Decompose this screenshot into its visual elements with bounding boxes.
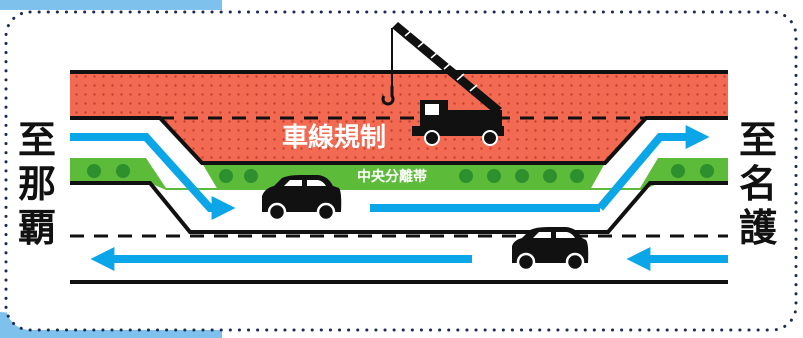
direction-label-nago: 至 名 護 [733, 118, 783, 250]
car-icon [262, 175, 342, 222]
car-icon [512, 227, 589, 272]
direction-char: 覇 [17, 206, 56, 250]
direction-char: 名 [738, 162, 777, 206]
direction-char: 至 [17, 118, 56, 162]
flow-arrows [70, 125, 728, 271]
corner-accent-top-left [0, 0, 222, 10]
arrow-upper-right [596, 125, 710, 211]
crane-truck-icon [381, 22, 504, 146]
restriction-zone [70, 72, 728, 163]
median-label: 中央分離帯 [357, 168, 427, 185]
restriction-label: 車線規制 [282, 122, 386, 153]
arrow-upper-left [70, 133, 236, 220]
direction-char: 那 [17, 162, 56, 206]
direction-label-naha: 至 那 覇 [12, 118, 62, 250]
direction-char: 護 [738, 206, 777, 250]
road-lines [70, 70, 728, 284]
median-dots [87, 164, 714, 183]
direction-char: 至 [738, 118, 777, 162]
